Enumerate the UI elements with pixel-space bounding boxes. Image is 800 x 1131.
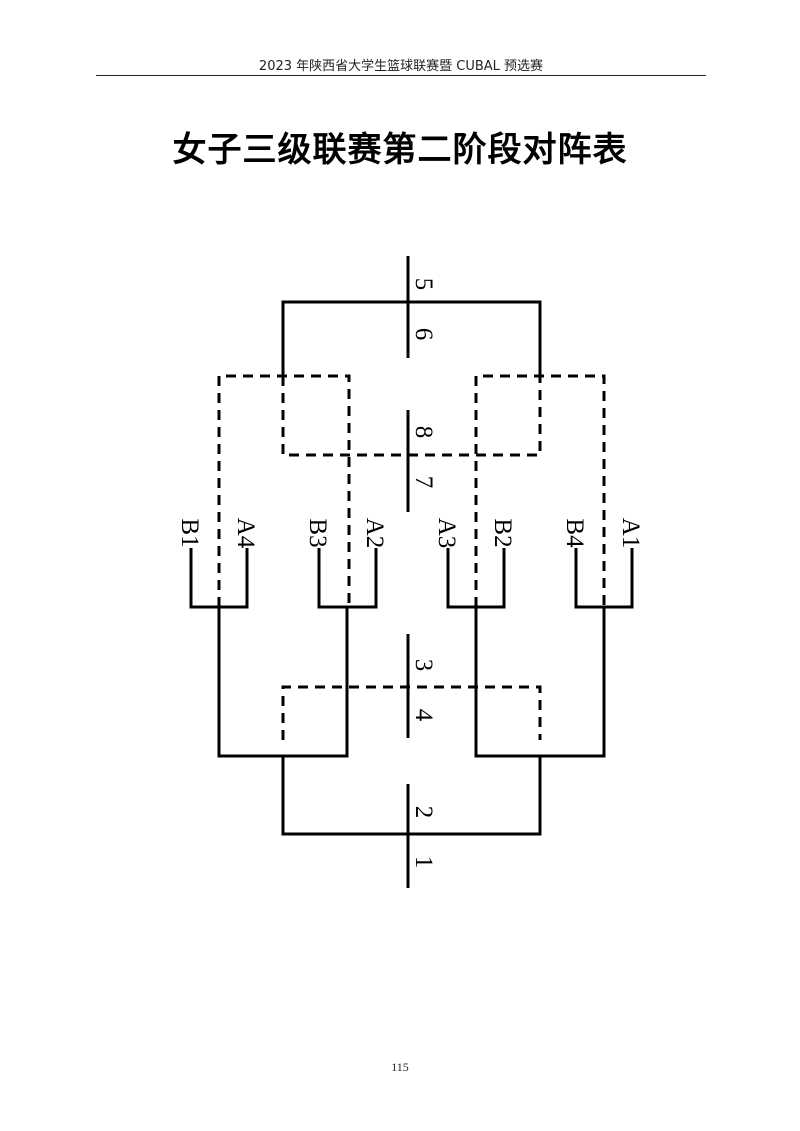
place-label-1: 1 — [410, 856, 437, 869]
team-label: A2 — [361, 518, 388, 549]
team-label: B4 — [561, 518, 588, 548]
fifth-place-bracket — [281, 300, 542, 376]
running-header: 2023 年陕西省大学生篮球联赛暨 CUBAL 预选赛 — [258, 59, 544, 74]
place-label-5: 5 — [410, 278, 437, 291]
team-label: B3 — [304, 518, 331, 547]
place-label-4: 4 — [410, 709, 437, 722]
place-label-7: 7 — [410, 476, 437, 489]
page-number: 115 — [391, 1060, 409, 1074]
final-bracket — [281, 756, 542, 836]
place-label-6: 6 — [410, 328, 437, 341]
team-label: A4 — [232, 518, 259, 549]
seventh-place-bracket — [281, 376, 542, 457]
team-label: A1 — [617, 518, 644, 549]
third-place-bracket — [281, 685, 542, 740]
place-label-2: 2 — [410, 806, 437, 819]
header-rule — [96, 75, 706, 76]
place-label-3: 3 — [410, 659, 437, 672]
semifinal-right — [474, 607, 606, 758]
team-label: B1 — [176, 518, 203, 547]
team-label: A3 — [433, 518, 460, 549]
team-label: B2 — [489, 518, 516, 547]
place-label-8: 8 — [410, 426, 437, 439]
page-title: 女子三级联赛第二阶段对阵表 — [172, 130, 628, 170]
